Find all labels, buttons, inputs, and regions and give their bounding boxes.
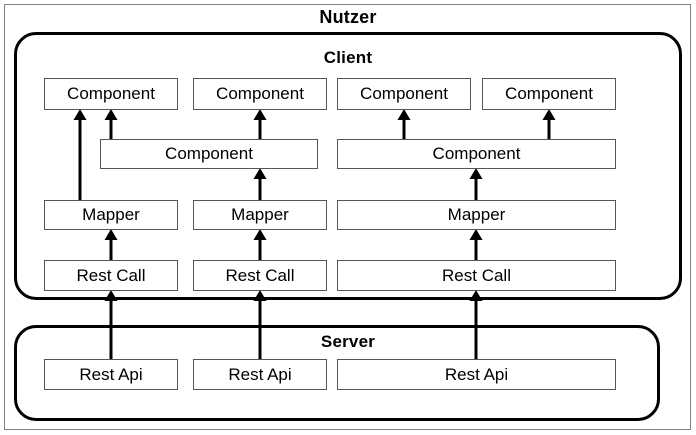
arrow-component6-to-component4 bbox=[542, 109, 556, 139]
arrow-mapper3-to-component6 bbox=[469, 168, 483, 200]
arrow-restcall1-to-mapper1 bbox=[104, 229, 118, 260]
node-component-4[interactable]: Component bbox=[482, 78, 616, 110]
node-rest-api-2[interactable]: Rest Api bbox=[193, 359, 327, 390]
node-mapper-3[interactable]: Mapper bbox=[337, 200, 616, 230]
node-label: Rest Call bbox=[442, 265, 511, 285]
node-label: Component bbox=[216, 84, 304, 103]
diagram-title-nutzer: Nutzer bbox=[319, 7, 377, 27]
arrow-component5-to-component1 bbox=[104, 109, 118, 139]
node-label: Rest Call bbox=[225, 265, 295, 285]
node-rest-call-2[interactable]: Rest Call bbox=[193, 260, 327, 291]
node-label: Mapper bbox=[447, 205, 506, 224]
node-label: Rest Call bbox=[76, 265, 146, 285]
node-component-6[interactable]: Component bbox=[337, 139, 616, 169]
node-component-5[interactable]: Component bbox=[100, 139, 318, 169]
node-label: Mapper bbox=[82, 205, 140, 224]
node-label: Mapper bbox=[231, 205, 289, 224]
arrow-component6-to-component3 bbox=[397, 109, 411, 139]
arrow-restcall3-to-mapper3 bbox=[469, 229, 483, 260]
node-rest-call-1[interactable]: Rest Call bbox=[44, 260, 178, 291]
arrow-mapper2-to-component5 bbox=[253, 168, 267, 200]
arrow-restapi3-to-restcall3 bbox=[469, 290, 483, 359]
group-label-client: Client bbox=[323, 48, 373, 67]
node-label: Component bbox=[505, 84, 593, 103]
node-label: Component bbox=[67, 84, 155, 103]
node-label: Component bbox=[432, 144, 521, 163]
arrow-restapi2-to-restcall2 bbox=[253, 290, 267, 359]
node-rest-api-3[interactable]: Rest Api bbox=[337, 359, 616, 390]
node-label: Rest Api bbox=[79, 364, 143, 384]
arrow-restapi1-to-restcall1 bbox=[104, 290, 118, 359]
group-label-server: Server bbox=[320, 332, 376, 351]
node-label: Component bbox=[360, 84, 448, 103]
node-mapper-1[interactable]: Mapper bbox=[44, 200, 178, 230]
arrow-mapper1-to-component1 bbox=[73, 109, 87, 200]
arrow-restcall2-to-mapper2 bbox=[253, 229, 267, 260]
node-component-1[interactable]: Component bbox=[44, 78, 178, 110]
node-component-2[interactable]: Component bbox=[193, 78, 327, 110]
node-rest-api-1[interactable]: Rest Api bbox=[44, 359, 178, 390]
node-label: Rest Api bbox=[444, 364, 509, 384]
node-mapper-2[interactable]: Mapper bbox=[193, 200, 327, 230]
node-component-3[interactable]: Component bbox=[337, 78, 471, 110]
arrow-component5-to-component2 bbox=[253, 109, 267, 139]
node-label: Rest Api bbox=[228, 364, 292, 384]
node-label: Component bbox=[165, 144, 253, 163]
node-rest-call-3[interactable]: Rest Call bbox=[337, 260, 616, 291]
